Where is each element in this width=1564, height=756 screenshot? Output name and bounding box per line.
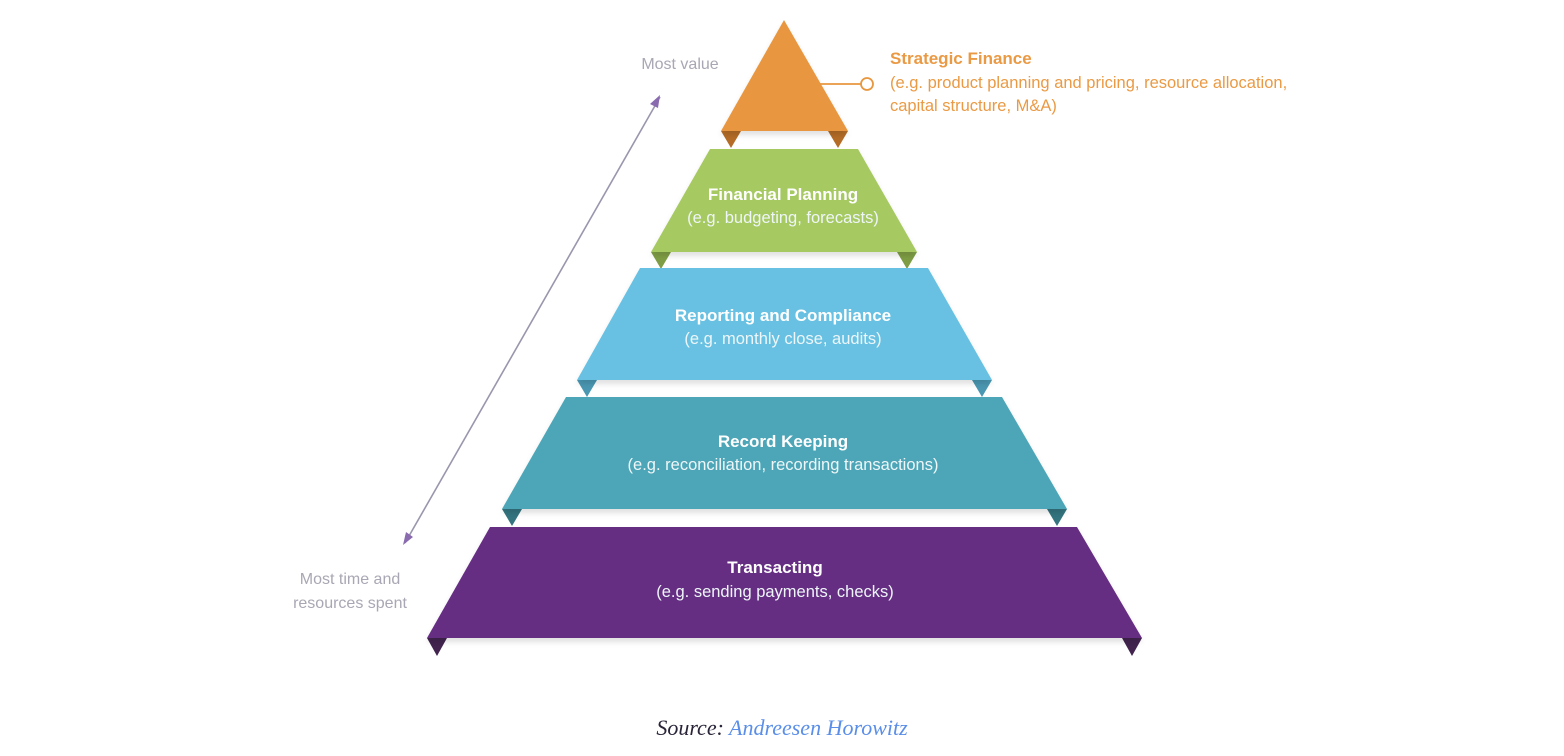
tier-shape <box>427 527 1142 638</box>
tier-fold-left <box>577 380 597 397</box>
tier-title: Reporting and Compliance <box>675 306 891 325</box>
tier-shape <box>577 268 992 380</box>
tier-subtitle: (e.g. reconciliation, recording transact… <box>628 456 939 474</box>
tier-fold-left <box>427 638 447 656</box>
tier-fold-right <box>897 252 917 269</box>
tier-subtitle: (e.g. budgeting, forecasts) <box>687 209 879 227</box>
strategic-finance-subtitle-line1: (e.g. product planning and pricing, reso… <box>890 74 1287 92</box>
arrow-head-down-icon <box>403 532 413 545</box>
apex-fold-left <box>721 131 741 148</box>
tier-reporting-compliance: Reporting and Compliance (e.g. monthly c… <box>577 268 992 397</box>
tier-record-keeping: Record Keeping (e.g. reconciliation, rec… <box>502 397 1067 526</box>
tier-fold-right <box>1047 509 1067 526</box>
tier-title: Financial Planning <box>708 185 858 204</box>
tier-fold-right <box>1122 638 1142 656</box>
strategic-finance-title: Strategic Finance <box>890 49 1032 68</box>
tier-subtitle: (e.g. sending payments, checks) <box>656 583 894 601</box>
most-time-label-line1: Most time and <box>300 571 400 588</box>
tier-title: Transacting <box>727 558 822 577</box>
source-link[interactable]: Andreesen Horowitz <box>729 715 908 740</box>
most-value-label: Most value <box>641 56 718 73</box>
tier-financial-planning: Financial Planning (e.g. budgeting, fore… <box>651 149 917 269</box>
tier-fold-left <box>651 252 671 269</box>
tier-transacting: Transacting (e.g. sending payments, chec… <box>427 527 1142 656</box>
most-time-label-line2: resources spent <box>293 595 407 612</box>
tier-title: Record Keeping <box>718 432 848 451</box>
tier-fold-right <box>972 380 992 397</box>
tier-shape <box>651 149 917 252</box>
strategic-finance-subtitle-line2: capital structure, M&A) <box>890 97 1057 115</box>
value-effort-arrow <box>403 95 661 545</box>
tier-fold-left <box>502 509 522 526</box>
source-caption: Source: Andreesen Horowitz <box>0 715 1564 741</box>
tier-strategic-finance: Strategic Finance (e.g. product planning… <box>721 20 1287 148</box>
arrow-head-up-icon <box>650 95 660 108</box>
tier-shape <box>502 397 1067 509</box>
apex-fold-right <box>828 131 848 148</box>
tier-subtitle: (e.g. monthly close, audits) <box>684 330 881 348</box>
apex-connector-circle-icon <box>860 77 874 91</box>
apex-triangle <box>721 20 848 131</box>
source-label: Source: <box>656 715 724 740</box>
